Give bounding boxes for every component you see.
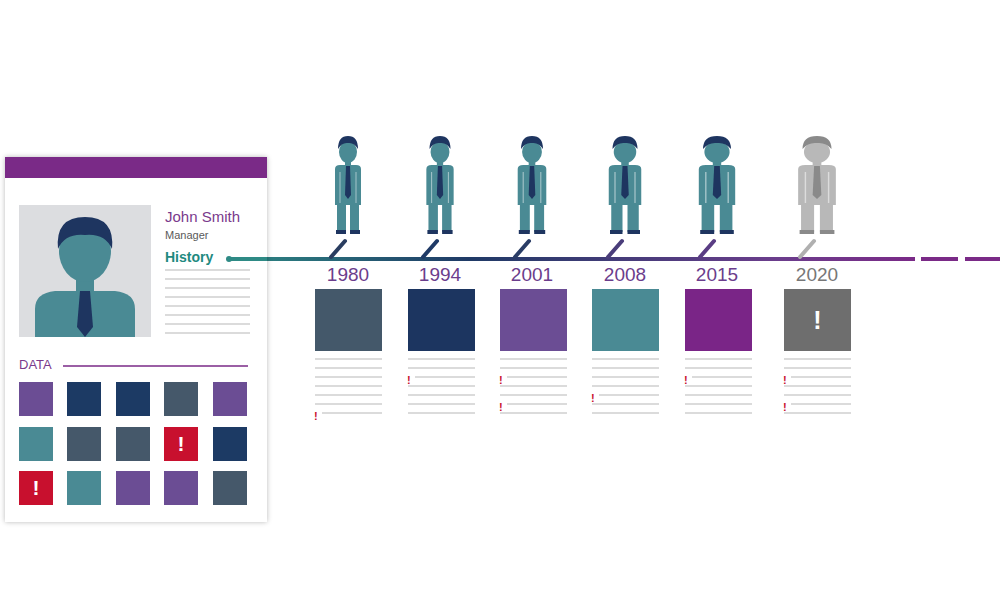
alert-mark: ! [314,410,318,423]
placeholder-lines [784,359,851,413]
data-square [164,382,198,416]
data-square [116,427,150,461]
avatar-hair [58,217,113,249]
alert-mark: ! [499,374,503,387]
data-square [213,471,247,505]
data-square [19,427,53,461]
alert-mark: ! [813,306,821,334]
year-square [500,289,567,351]
year-square [408,289,475,351]
alert-mark: ! [591,392,595,405]
text-holder: 1994 [400,264,480,286]
year-label: 2015 [696,264,738,286]
data-grid [19,382,247,505]
section-underline [63,365,248,367]
person-figure [609,136,642,234]
alert-mark: ! [783,401,787,414]
section-heading: History [165,249,213,266]
data-square [67,382,101,416]
alert-mark: ! [783,374,787,387]
data-square [67,427,101,461]
year-square [685,289,752,351]
timeline-dash [921,257,958,261]
figure-stick [423,241,437,257]
alert-mark: ! [684,374,688,387]
data-square [213,427,247,461]
section-heading: DATA [19,357,52,373]
year-label: 2020 [796,264,838,286]
card-header-bar [5,157,267,178]
text-holder: ! [684,370,688,388]
text-holder: ! [407,370,411,388]
data-square [164,471,198,505]
text-holder: ! [591,388,595,406]
text-holder: ! [783,397,787,415]
figure-stick [608,241,622,257]
person-name: John Smith [165,208,240,226]
year-square [592,289,659,351]
text-holder: 2008 [585,264,665,286]
text-holder: ! [783,370,787,388]
avatar-tie [77,291,93,337]
text-holder: 1980 [308,264,388,286]
placeholder-lines [315,359,851,413]
person-figure [335,136,361,234]
alert-square: ! [164,427,198,461]
person-figure [518,136,547,234]
text-holder: 2015 [677,264,757,286]
alert-square: ! [19,471,53,505]
figure-stick [331,241,345,257]
year-label: 1994 [419,264,461,286]
placeholder-lines [165,270,250,333]
text-holder: 2020 [777,264,857,286]
data-square [116,382,150,416]
person-figure [426,136,453,234]
job-title: Manager [165,229,208,242]
timeline-start-dot [226,256,232,262]
placeholder-lines [408,359,475,413]
text-holder: History [165,248,213,266]
figure-sticks [331,241,814,257]
placeholder-lines [685,359,752,413]
placeholder-lines [315,359,382,413]
figure-stick [800,241,814,257]
data-square [67,471,101,505]
text-holder: ! [314,406,318,424]
placeholder-lines [592,359,659,413]
year-label: 1980 [327,264,369,286]
timeline-line [228,257,267,261]
profile-card: John SmithManagerHistoryDATA!! [5,157,267,522]
avatar-person [35,217,135,337]
alert-mark: ! [33,476,40,500]
text-holder: John Smith [165,208,240,226]
data-square [19,382,53,416]
year-label: 2008 [604,264,646,286]
alert-mark: ! [178,432,185,456]
text-holder: 2001 [492,264,572,286]
data-square [116,471,150,505]
text-holder: Manager [165,225,208,243]
avatar-box [19,205,151,337]
alert-mark: ! [407,374,411,387]
figure-stick [700,241,714,257]
text-holder: ! [499,397,503,415]
text-holder: ! [499,370,503,388]
year-label: 2001 [511,264,553,286]
avatar-body [35,291,135,337]
text-holder: DATA [19,355,52,373]
person-figure [699,136,735,234]
figure-stick [515,241,529,257]
year-square [315,289,382,351]
placeholder-lines [500,359,567,413]
alert-mark: ! [499,401,503,414]
person-figure [798,136,836,234]
data-square [213,382,247,416]
alert-square: ! [784,289,851,351]
timeline-line [266,257,915,261]
placeholder-lines [165,270,250,333]
timeline-dash [965,257,1000,261]
